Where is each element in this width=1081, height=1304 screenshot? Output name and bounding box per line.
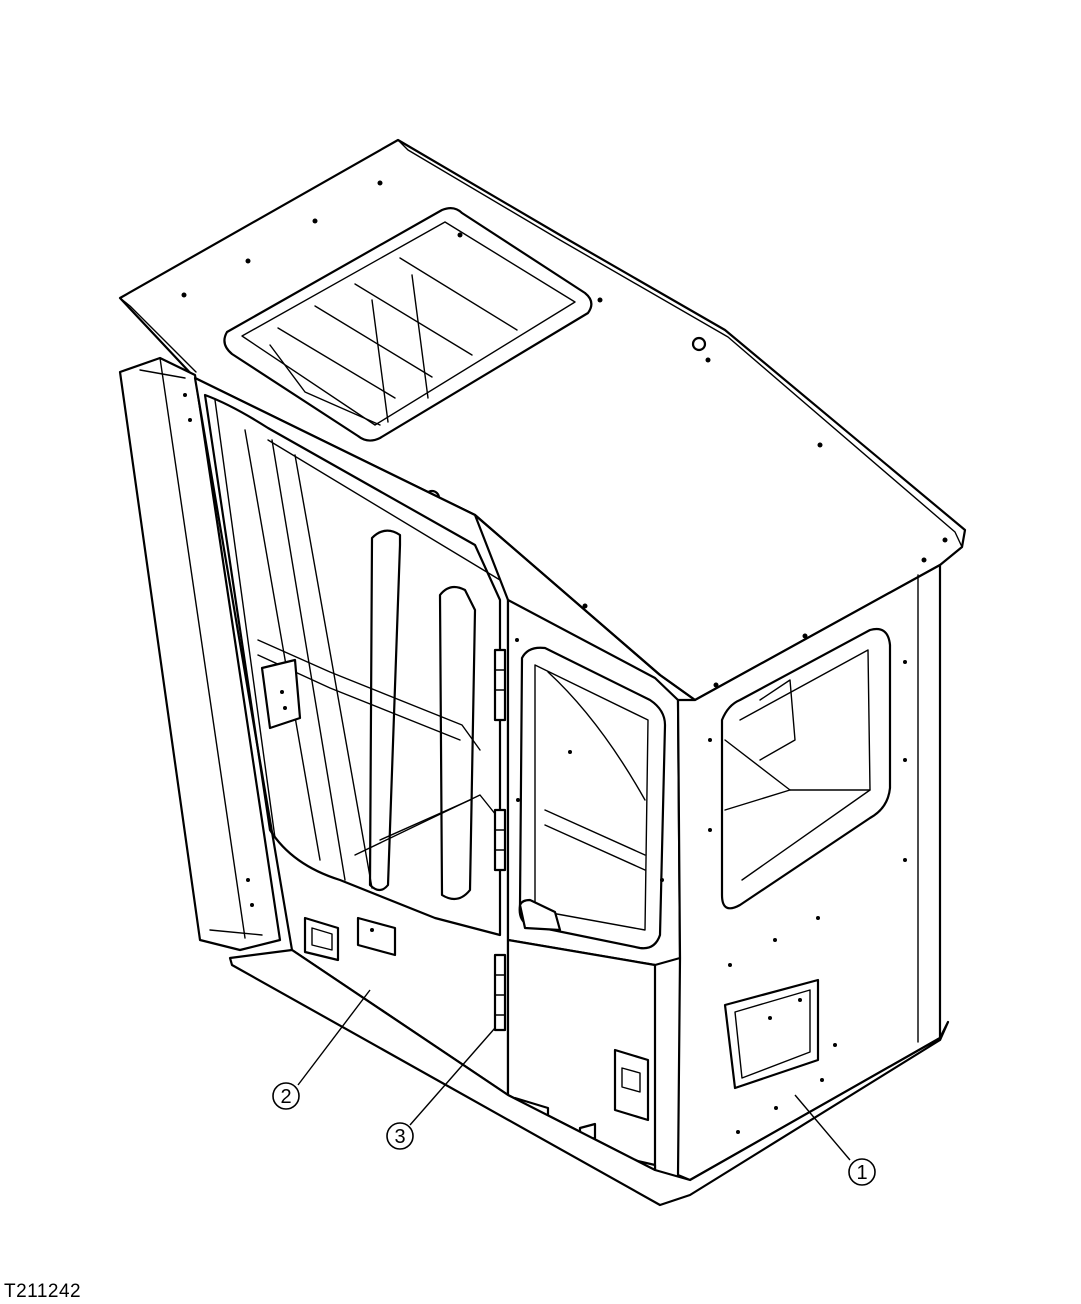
callout-3: 3 [386,1027,496,1150]
callout-2: 2 [272,989,371,1110]
left-door-panel [118,356,282,952]
cab-base-flange [228,948,950,1207]
callout-2-label: 2 [280,1086,291,1108]
access-panel [723,978,820,1090]
callout-1: 1 [794,1094,876,1186]
callout-3-label: 3 [394,1126,405,1148]
roof-hatch [223,206,593,442]
door-hinges [493,648,507,1032]
cab-right-side [676,563,942,1182]
figure-id: T211242 [4,1281,82,1302]
callout-1-label: 1 [856,1162,867,1184]
cab-left-side [193,376,510,1097]
